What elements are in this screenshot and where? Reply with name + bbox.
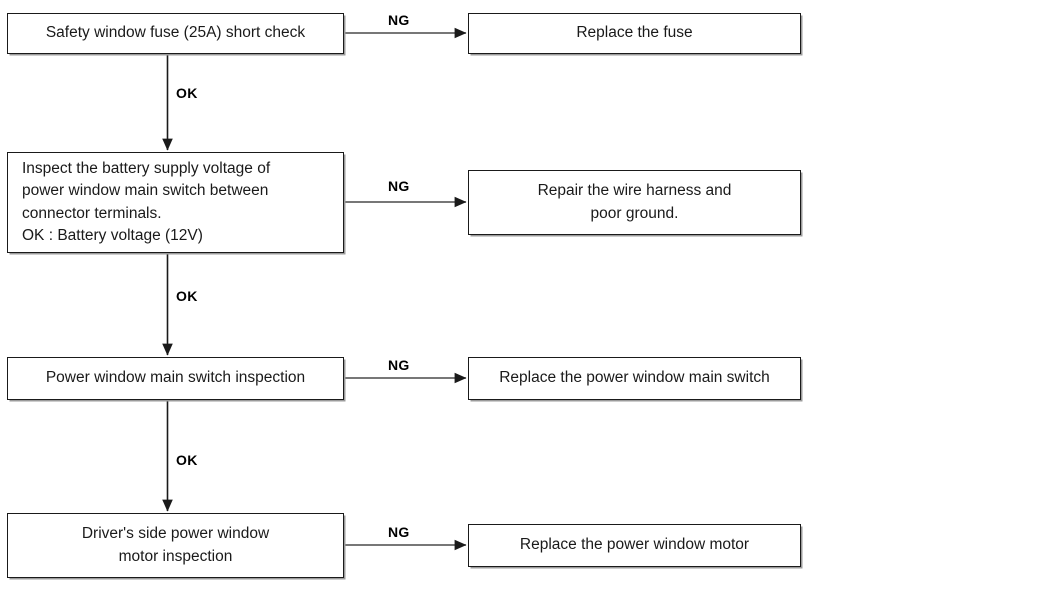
node-step2[interactable]: Inspect the battery supply voltage of po… xyxy=(7,152,344,253)
node-result3[interactable]: Replace the power window main switch xyxy=(468,357,801,400)
node-step1-label: Safety window fuse (25A) short check xyxy=(45,24,306,42)
edge-label-ok2: OK xyxy=(176,288,198,304)
node-result1[interactable]: Replace the fuse xyxy=(468,13,801,54)
edge-label-ng3: NG xyxy=(388,357,410,373)
edge-label-ng4: NG xyxy=(388,524,410,540)
edge-label-ng1: NG xyxy=(388,12,410,28)
ok1-text: OK xyxy=(176,85,198,101)
edge-label-ok1: OK xyxy=(176,85,198,101)
ng4-text: NG xyxy=(388,524,410,540)
edge-label-ok3: OK xyxy=(176,452,198,468)
ng1-text: NG xyxy=(388,12,410,28)
node-step3-label: Power window main switch inspection xyxy=(45,369,306,387)
node-result1-label: Replace the fuse xyxy=(576,24,693,42)
ok3-text: OK xyxy=(176,452,198,468)
ng2-text: NG xyxy=(388,178,410,194)
edge-label-ng2: NG xyxy=(388,178,410,194)
node-result4-label: Replace the power window motor xyxy=(519,536,750,554)
node-step2-label: Inspect the battery supply voltage of po… xyxy=(22,159,271,244)
node-step3[interactable]: Power window main switch inspection xyxy=(7,357,344,400)
node-result2-label: Repair the wire harness and poor ground. xyxy=(537,182,732,222)
node-result4[interactable]: Replace the power window motor xyxy=(468,524,801,567)
node-result2[interactable]: Repair the wire harness and poor ground. xyxy=(468,170,801,235)
node-step4-label: Driver's side power window motor inspect… xyxy=(81,525,270,565)
ok2-text: OK xyxy=(176,288,198,304)
node-result3-label: Replace the power window main switch xyxy=(499,369,770,387)
node-step1[interactable]: Safety window fuse (25A) short check xyxy=(7,13,344,54)
node-step4[interactable]: Driver's side power window motor inspect… xyxy=(7,513,344,578)
ng3-text: NG xyxy=(388,357,410,373)
